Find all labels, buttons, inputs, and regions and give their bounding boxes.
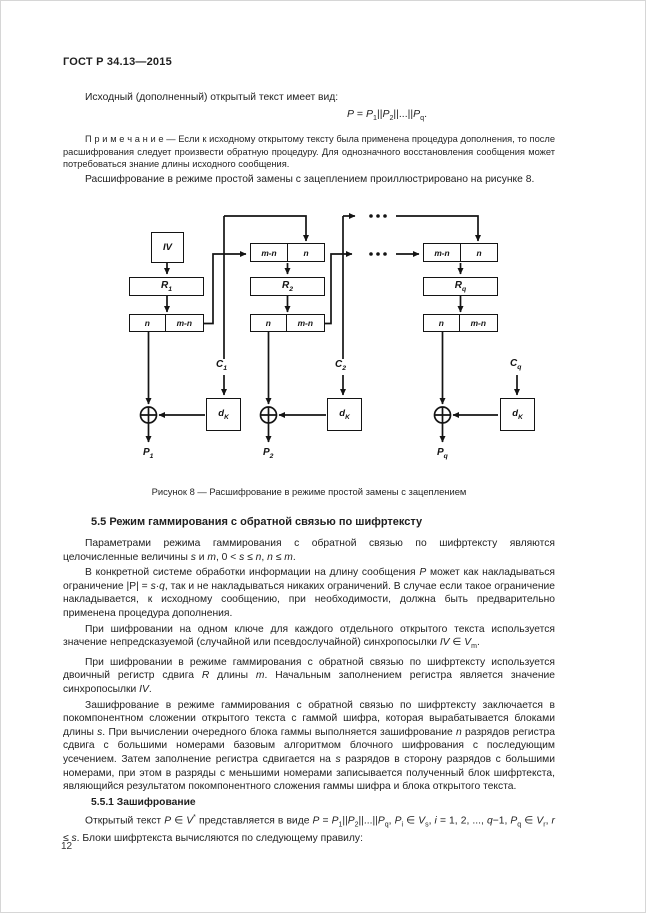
cell-m-n: m-n — [164, 315, 203, 331]
label-pq: Pq — [435, 447, 450, 463]
figure8-diagram: IV R1 n m-n dK m-n n R2 n m-n dK m-n n R… — [1, 1, 645, 501]
cell-m-n: m-n — [458, 315, 497, 331]
figure8-caption: Рисунок 8 — Расшифрование в режиме прост… — [151, 486, 467, 497]
paragraph-shift-register: При шифровании в режиме гаммирования с о… — [63, 656, 556, 695]
running-header: ГОСТ Р 34.13—2015 — [63, 56, 172, 68]
label-c2: C2 — [333, 359, 349, 375]
cell-m-n: m-n — [434, 247, 450, 258]
cell-m-n: m-n — [261, 247, 277, 258]
label-p2: P2 — [261, 447, 276, 463]
paragraph-parameters: Параметрами режима гаммирования с обратн… — [63, 538, 555, 563]
ellipsis-dots — [369, 214, 387, 256]
cell-n: n — [438, 318, 444, 328]
shift-split-box-q: n m-n — [423, 314, 498, 332]
paragraph-plaintext-representation: Открытый текст P ∈ V* представляется в в… — [63, 814, 555, 845]
paragraph-length-constraint: В конкретной системе обработки информаци… — [63, 567, 555, 619]
register-rq-box: Rq — [423, 277, 498, 296]
cell-n: n — [287, 244, 324, 261]
input-split-box-2: m-n n — [250, 243, 325, 262]
figure-intro-paragraph: Расшифрование в режиме простой замены с … — [85, 174, 535, 185]
formula-plaintext: P = P1||P2||...||Pq. — [347, 108, 427, 123]
cell-n: n — [265, 318, 271, 328]
section-5-5-body: Параметрами режима гаммирования с обратн… — [63, 537, 555, 848]
iv-box: IV — [151, 232, 184, 263]
cell-n: n — [460, 244, 497, 261]
cell-n: n — [144, 318, 150, 328]
decrypt-dk-box-q: dK — [500, 398, 535, 431]
section-5-5-heading: 5.5 Режим гаммирования с обратной связью… — [91, 516, 423, 528]
intro-paragraph: Исходный (дополненный) открытый текст им… — [85, 92, 339, 103]
register-r2-box: R2 — [250, 277, 325, 296]
label-p1: P1 — [141, 447, 156, 463]
decrypt-dk-box-2: dK — [327, 398, 362, 431]
paragraph-encryption-description: Зашифрование в режиме гаммирования с обр… — [63, 699, 556, 793]
section-5-5-1-heading: 5.5.1 Зашифрование — [91, 796, 196, 808]
shift-split-box-1: n m-n — [129, 314, 204, 332]
xor-nodes — [139, 406, 452, 424]
decrypt-dk-box-1: dK — [206, 398, 241, 431]
cell-m-n: m-n — [285, 315, 324, 331]
input-split-box-q: m-n n — [423, 243, 498, 262]
label-c1: C1 — [214, 359, 230, 375]
register-r1-box: R1 — [129, 277, 204, 296]
page-number: 12 — [61, 841, 73, 852]
note-paragraph: П р и м е ч а н и е — Если к исходному о… — [63, 134, 555, 169]
paragraph-iv: При шифровании на одном ключе для каждог… — [63, 623, 555, 651]
figure8-diagram-lines — [139, 213, 520, 443]
label-cq: Cq — [508, 358, 524, 374]
shift-split-box-2: n m-n — [250, 314, 325, 332]
